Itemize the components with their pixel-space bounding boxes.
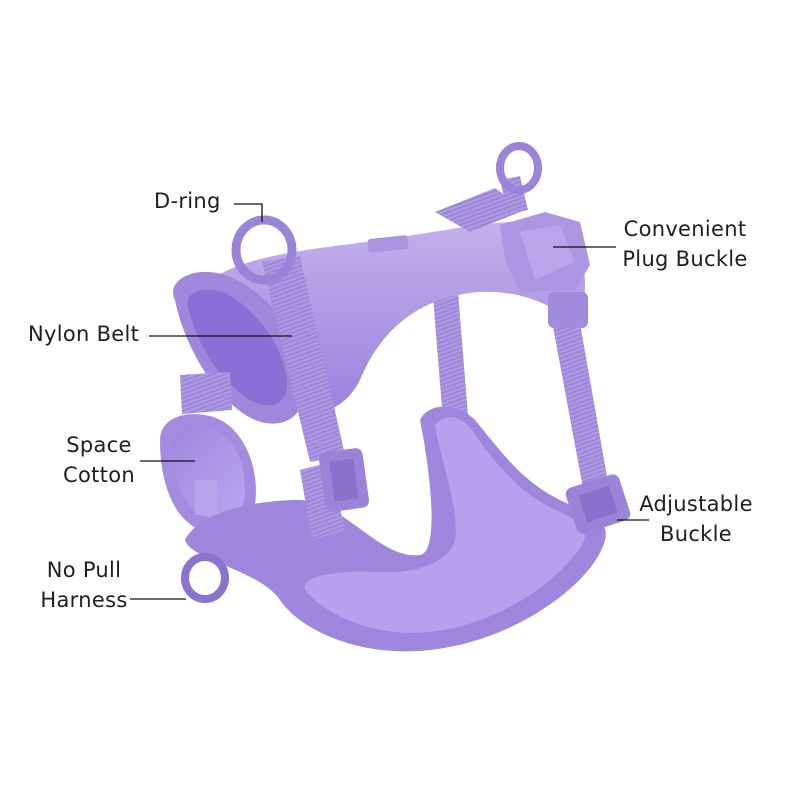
- plug-buckle: [500, 212, 590, 292]
- label-d-ring: D-ring: [154, 186, 221, 216]
- rear-strap: [430, 255, 612, 515]
- label-line: Space: [66, 433, 132, 457]
- space-cotton-pad: [160, 414, 256, 534]
- label-no-pull-harness: No Pull Harness: [36, 555, 132, 615]
- label-nylon-belt: Nylon Belt: [28, 319, 139, 349]
- slider-buckles: [318, 292, 631, 534]
- chest-panel: [185, 406, 606, 652]
- callout-lines: [130, 203, 649, 600]
- label-line: Adjustable: [639, 492, 753, 516]
- label-line: Nylon Belt: [28, 322, 140, 346]
- label-line: No Pull: [46, 558, 122, 582]
- label-line: Harness: [40, 588, 128, 612]
- shoulder-pad: [173, 271, 306, 424]
- d-rings: [181, 142, 542, 603]
- label-line: Plug Buckle: [622, 247, 748, 271]
- label-space-cotton: Space Cotton: [58, 430, 140, 490]
- label-line: Convenient: [623, 217, 747, 241]
- nylon-belt-strap: [180, 256, 345, 540]
- label-plug-buckle: Convenient Plug Buckle: [619, 214, 751, 274]
- label-line: Buckle: [660, 522, 732, 546]
- label-adjustable-buckle: Adjustable Buckle: [634, 489, 758, 549]
- callout-line-d-ring: [234, 203, 263, 222]
- label-line: Cotton: [63, 463, 135, 487]
- label-line: D-ring: [154, 189, 221, 213]
